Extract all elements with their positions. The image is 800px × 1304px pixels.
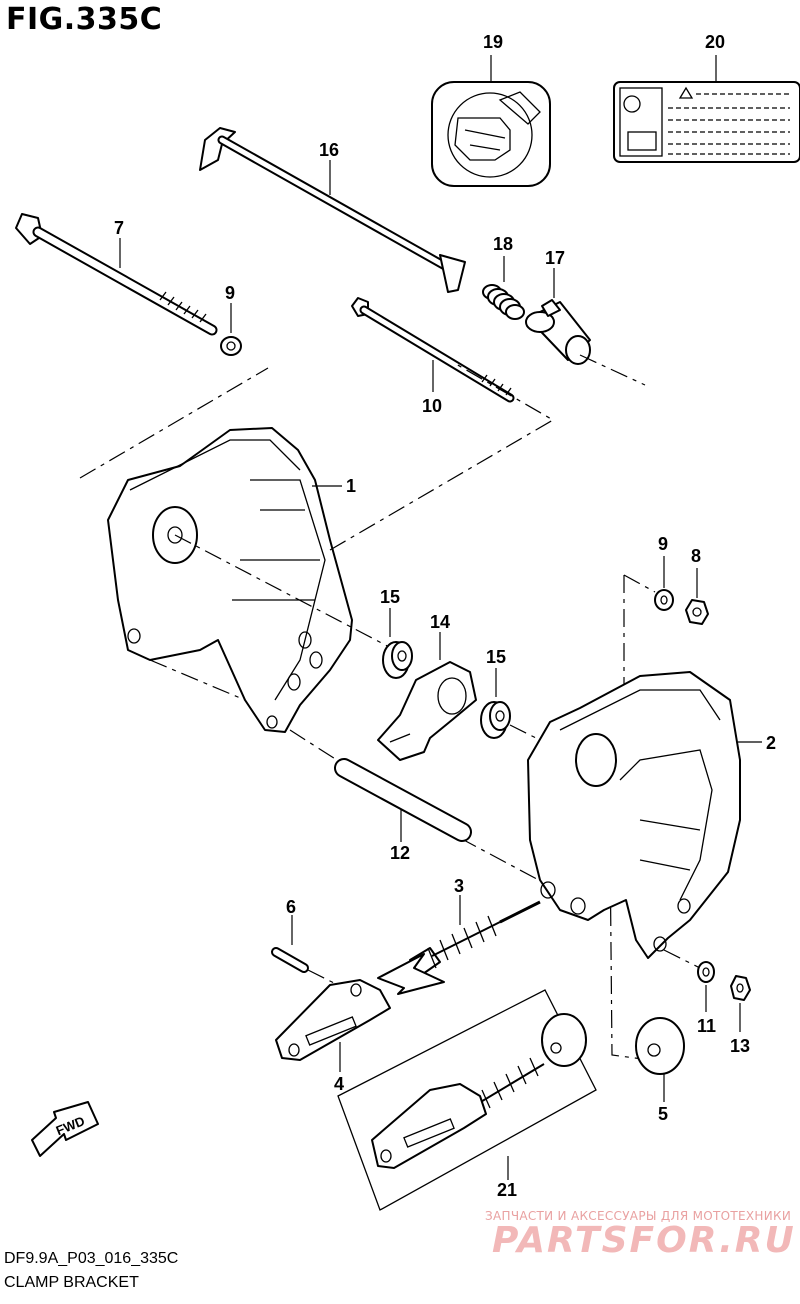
watermark-tagline: ЗАПЧАСТИ И АКСЕССУАРЫ ДЛЯ МОТОТЕХНИКИ xyxy=(485,1209,792,1223)
callout-14: 14 xyxy=(430,612,451,632)
callout-10: 10 xyxy=(422,396,443,416)
part-4-lever xyxy=(275,979,391,1061)
figure-name: CLAMP BRACKET xyxy=(4,1274,139,1291)
part-3-spring-rod xyxy=(409,900,541,977)
part-20-label xyxy=(613,81,800,163)
part-21-assembly xyxy=(337,989,597,1211)
callout-3: 3 xyxy=(454,876,465,896)
callout-21: 21 xyxy=(497,1180,518,1200)
part-10-bolt xyxy=(351,297,515,403)
figure-code: DF9.9A_P03_016_335C xyxy=(4,1250,179,1267)
part-18-spring xyxy=(482,284,525,320)
callout-7: 7 xyxy=(114,218,125,238)
callout-5: 5 xyxy=(658,1104,669,1124)
callout-9-right: 9 xyxy=(658,534,669,554)
watermark-logo: PARTSFOR.RU xyxy=(492,1220,796,1261)
part-17-sleeve xyxy=(525,299,591,365)
part-15-bushing-upper xyxy=(382,641,413,679)
part-2-clamp-bracket xyxy=(527,671,741,959)
callout-4: 4 xyxy=(334,1074,345,1094)
callout-20: 20 xyxy=(705,32,726,52)
callout-16: 16 xyxy=(319,140,340,160)
part-1-clamp-bracket xyxy=(107,427,353,733)
part-8-nut xyxy=(685,599,709,625)
part-16-rod xyxy=(199,127,466,293)
callout-6: 6 xyxy=(286,897,297,917)
callout-17: 17 xyxy=(545,248,566,268)
part-5-disc xyxy=(635,1017,685,1075)
callout-11: 11 xyxy=(697,1016,717,1036)
callout-12: 12 xyxy=(390,843,411,863)
part-11-washer xyxy=(697,961,715,983)
figure-title: FIG.335C xyxy=(6,2,163,37)
callout-15-lower: 15 xyxy=(486,647,507,667)
part-6-pin xyxy=(271,947,337,985)
callout-13: 13 xyxy=(730,1036,751,1056)
callout-15-upper: 15 xyxy=(380,587,401,607)
part-9-washer-right xyxy=(654,589,674,611)
part-15-bushing-lower xyxy=(480,701,511,739)
part-14-plate xyxy=(377,661,477,761)
fwd-arrow-icon: FWD xyxy=(31,1101,99,1157)
part-13-nut xyxy=(730,975,751,1001)
callout-18: 18 xyxy=(493,234,514,254)
callout-2: 2 xyxy=(766,733,777,753)
callout-19: 19 xyxy=(483,32,504,52)
part-19-decal xyxy=(431,81,551,187)
part-7-bolt xyxy=(15,213,218,336)
callout-8: 8 xyxy=(691,546,702,566)
part-9-washer-left xyxy=(220,336,242,356)
part-12-pin xyxy=(334,758,472,842)
callout-9-left: 9 xyxy=(225,283,236,303)
callout-1: 1 xyxy=(346,476,357,496)
